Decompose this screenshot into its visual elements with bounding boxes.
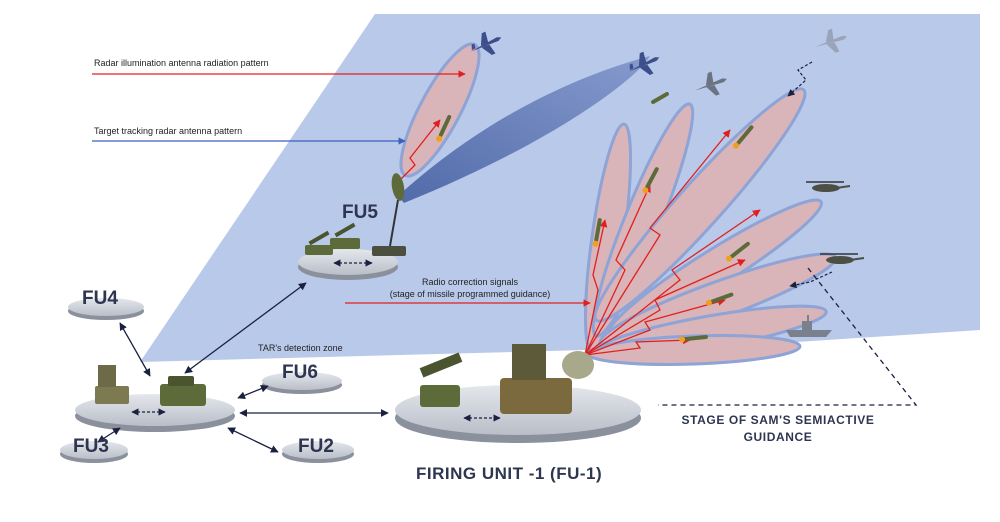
fu2-label: FU2 (298, 436, 334, 457)
helicopter-icon (820, 253, 865, 264)
platform-links (131, 259, 501, 422)
tar-detection-zone-label: TAR's detection zone (258, 343, 343, 353)
fighter-jet-icon (628, 51, 660, 76)
helicopter-icon (806, 181, 851, 192)
fighter-jet-icon (470, 31, 502, 56)
fu5-label: FU5 (342, 202, 378, 223)
fu1-vehicles (419, 344, 594, 414)
fu6-label: FU6 (282, 362, 318, 383)
semiactive-stage-title-1: STAGE OF SAM'S SEMIACTIVE (681, 413, 875, 427)
fu2-platform (282, 441, 354, 463)
fu4-platform (68, 298, 144, 320)
fu5-vehicles (305, 173, 406, 256)
semiactive-guidance-line (658, 267, 918, 406)
warship-icon (786, 315, 832, 337)
fighter-jet-icon (814, 28, 848, 53)
fu3-label: FU3 (73, 436, 109, 457)
fu4-label: FU4 (82, 288, 118, 309)
fu3-platform (60, 441, 128, 463)
fu6-platform (262, 372, 342, 394)
fu1-guidance-lobes (583, 87, 838, 366)
radar-illumination-label: Radar illumination antenna radiation pat… (94, 58, 269, 68)
radio-correction-lines (399, 119, 761, 356)
fighter-jet-icon (694, 71, 727, 96)
missiles (436, 92, 754, 343)
command-post-vehicles (95, 365, 206, 406)
target-tracking-beam (398, 56, 650, 203)
target-tracking-label: Target tracking radar antenna pattern (94, 126, 243, 136)
maneuver-arrows (787, 61, 833, 289)
radio-correction-label-2: (stage of missile programmed guidance) (389, 289, 551, 299)
semiactive-stage-title-2: GUIDANCE (743, 430, 813, 444)
target-aircraft (470, 28, 865, 337)
firing-unit-title: FIRING UNIT -1 (FU-1) (416, 464, 603, 483)
radio-correction-label-1: Radio correction signals (421, 277, 519, 287)
network-links (97, 282, 389, 453)
